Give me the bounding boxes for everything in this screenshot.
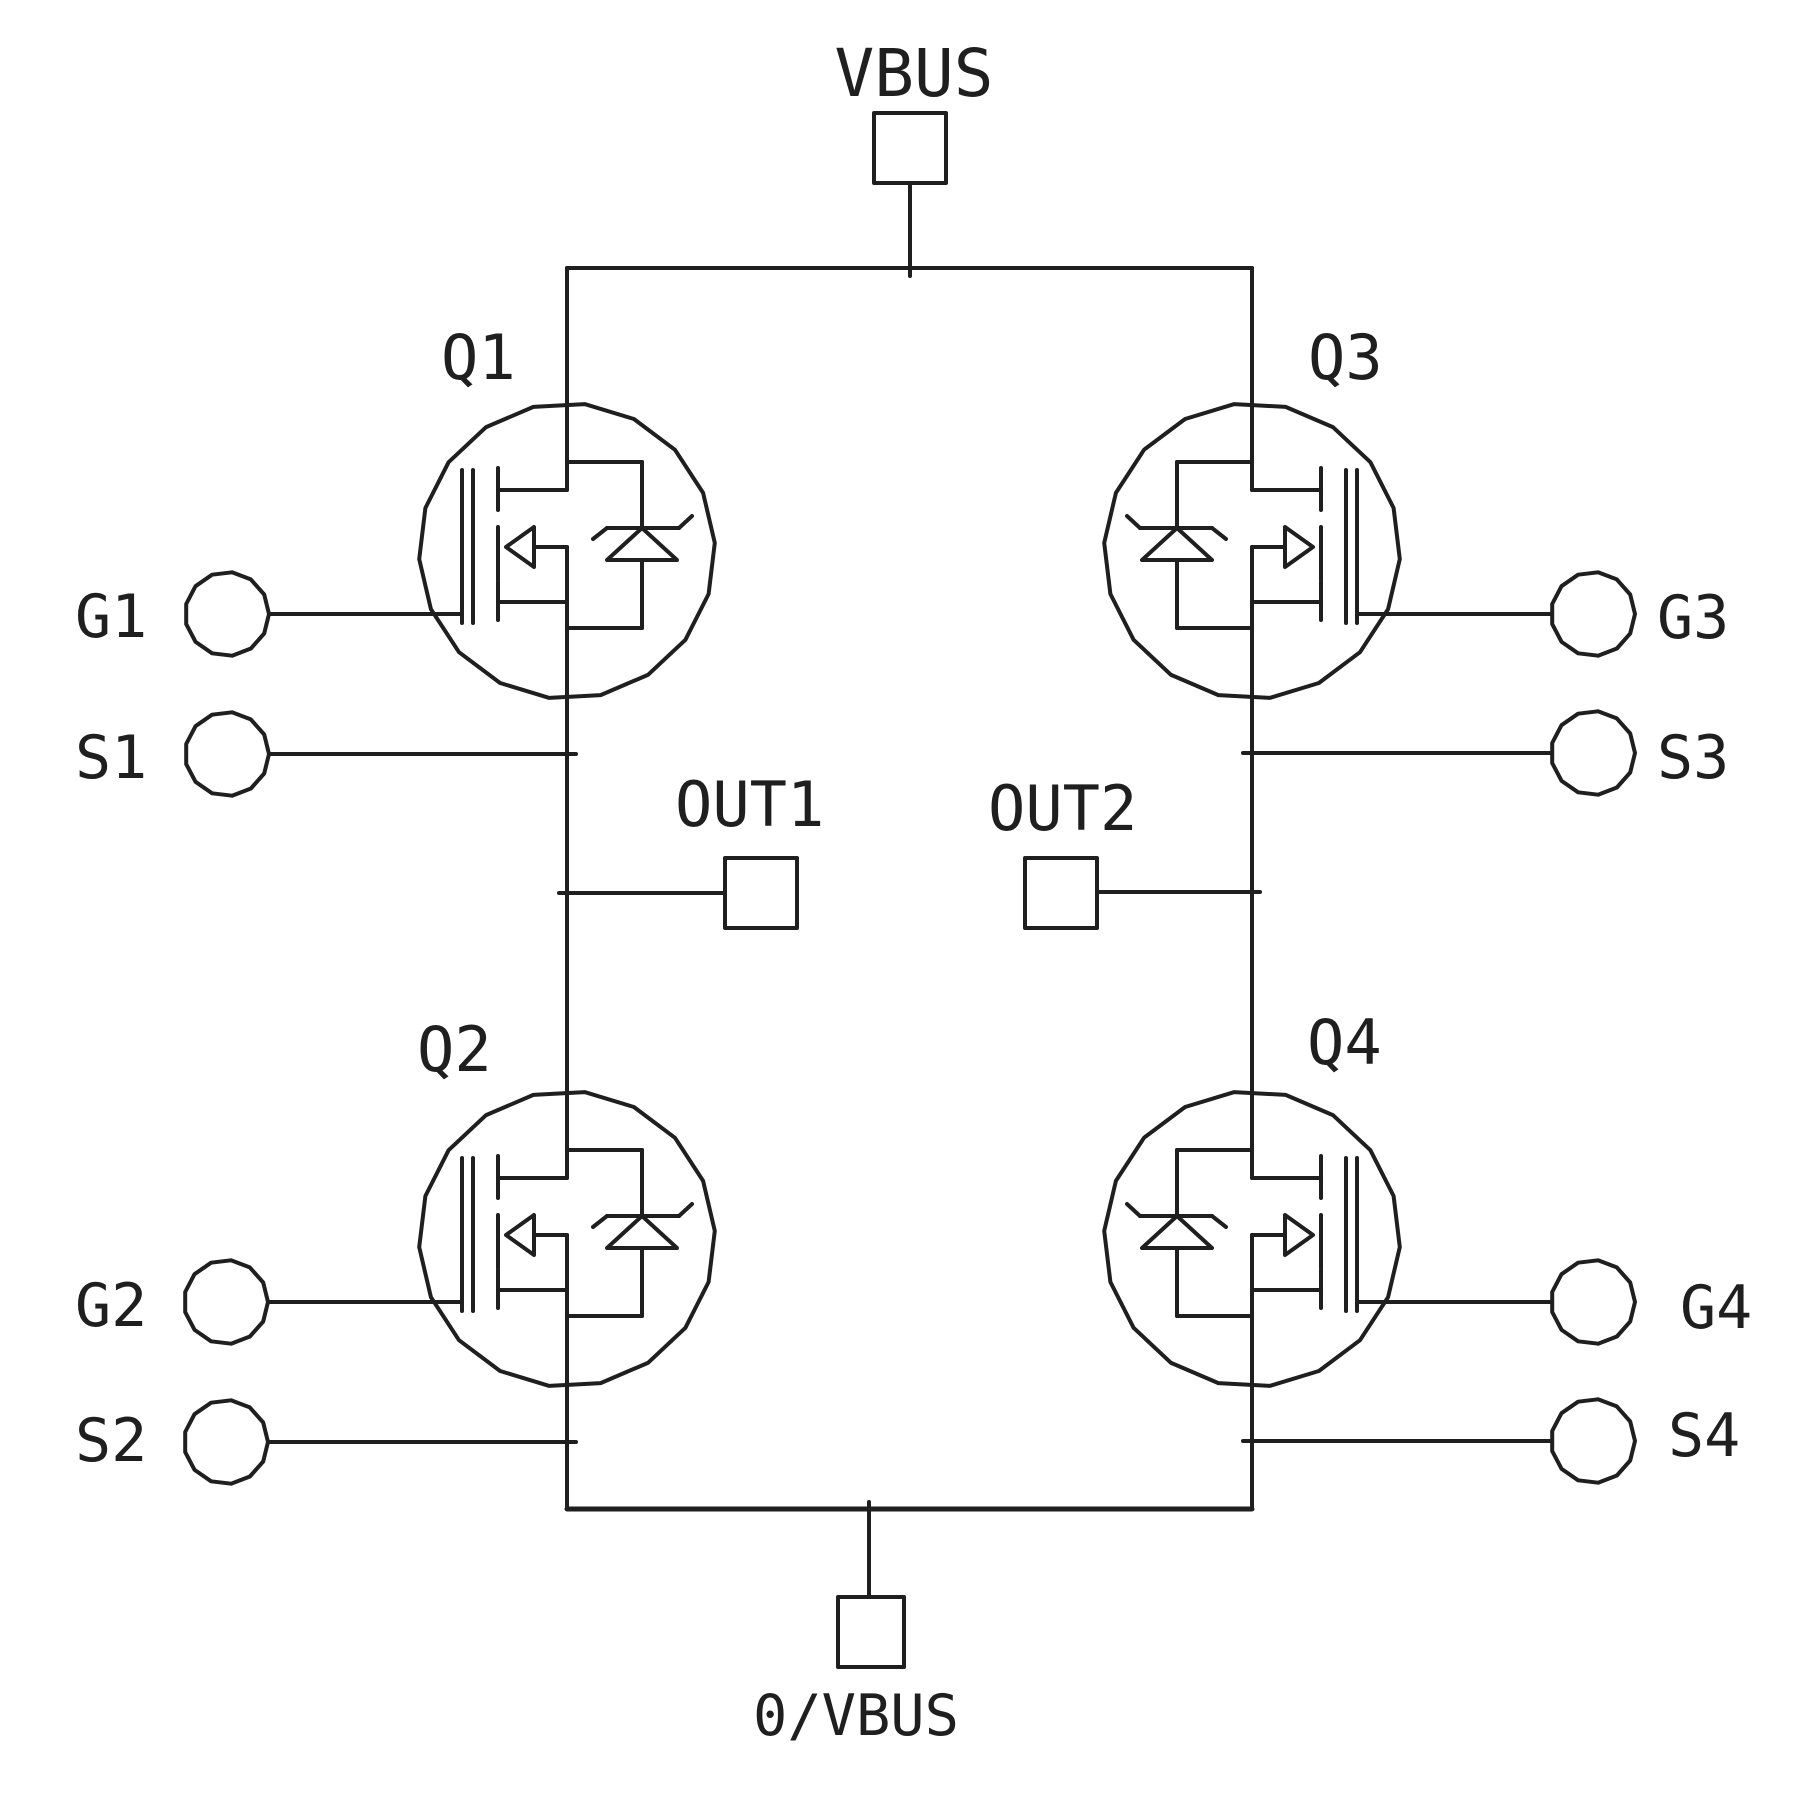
vbus-label: VBUS xyxy=(835,35,994,112)
terminal-s3-circle xyxy=(1550,709,1637,797)
terminal-g2-circle xyxy=(183,1258,270,1346)
out2-label: OUT2 xyxy=(988,772,1137,845)
terminal-s2-circle xyxy=(183,1398,270,1486)
zero-vbus-label: 0/VBUS xyxy=(753,1683,959,1749)
terminal-g4-circle xyxy=(1550,1258,1637,1346)
terminals xyxy=(183,570,1637,1486)
out1-label: OUT1 xyxy=(675,768,824,841)
s4-label: S4 xyxy=(1668,1401,1740,1471)
zero-vbus-pad xyxy=(836,1595,906,1669)
q4-label: Q4 xyxy=(1307,1006,1382,1079)
g1-label: G1 xyxy=(75,582,147,652)
terminal-s1-circle xyxy=(184,710,271,798)
labels: VBUS 0/VBUS OUT1 OUT2 Q1 Q2 Q3 Q4 G1 S1 … xyxy=(75,35,1752,1749)
terminal-s4-circle xyxy=(1550,1397,1637,1485)
s1-label: S1 xyxy=(75,723,147,793)
terminal-g3-circle xyxy=(1550,570,1637,658)
s3-label: S3 xyxy=(1657,723,1729,793)
q2-label: Q2 xyxy=(417,1013,492,1086)
g2-label: G2 xyxy=(75,1271,147,1341)
out2-pad xyxy=(1023,856,1099,930)
out1-pad xyxy=(723,856,799,930)
g4-label: G4 xyxy=(1680,1273,1752,1343)
s2-label: S2 xyxy=(75,1406,147,1476)
terminal-g1-circle xyxy=(184,570,271,658)
wires xyxy=(266,181,1553,1599)
q3-label: Q3 xyxy=(1308,321,1383,394)
vbus-pad xyxy=(872,111,948,185)
g3-label: G3 xyxy=(1657,583,1729,653)
pads xyxy=(723,111,1099,1669)
q1-label: Q1 xyxy=(441,321,516,394)
